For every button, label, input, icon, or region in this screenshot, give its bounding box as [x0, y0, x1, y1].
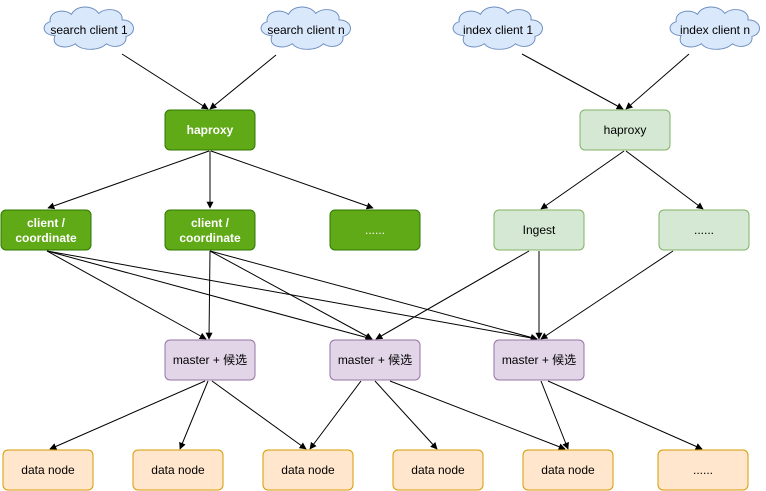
node-label: haproxy [604, 123, 647, 137]
search-haproxy-node: haproxy [164, 109, 256, 151]
cloud-label: index client n [680, 23, 750, 37]
search-client-n-cloud: search client n [260, 6, 351, 50]
edge-coord1-m1 [46, 250, 207, 340]
index-client-1-cloud: index client 1 [452, 6, 543, 50]
edge-coord2-m2 [209, 250, 373, 340]
master-node-1: master + 候选 [164, 339, 256, 381]
edge-ingestmore-m3 [540, 250, 674, 340]
node-label-line2: coordinate [179, 231, 241, 245]
edge-m2-d3 [309, 380, 362, 450]
node-label: ...... [693, 463, 713, 477]
edge-ingest-m2 [375, 250, 530, 340]
ingest-node: Ingest [493, 209, 585, 251]
edge-haproxy-coord1 [47, 150, 210, 210]
node-label: data node [411, 463, 465, 477]
ingest-node-more: ...... [658, 209, 750, 251]
edge-m1-d3 [211, 380, 307, 450]
edge-haproxy-ingestmore [625, 150, 704, 210]
node-label: data node [281, 463, 335, 477]
data-node-more: ...... [657, 449, 749, 491]
node-label: Ingest [523, 223, 556, 237]
edge-m3-dmore [547, 380, 703, 450]
index-haproxy-node: haproxy [579, 109, 671, 151]
node-label: data node [541, 463, 595, 477]
node-label-line2: coordinate [15, 231, 77, 245]
edge-coord2-m1 [205, 250, 213, 340]
edge-m2-d4 [374, 380, 438, 450]
node-label: ...... [694, 223, 714, 237]
edge-m2-d5 [389, 380, 566, 450]
coordinator-node-1: client / coordinate [0, 209, 92, 251]
edge-search1-haproxy [121, 53, 209, 110]
data-node-1: data node [2, 449, 94, 491]
node-label: master + 候选 [502, 353, 576, 367]
coordinator-node-2: client / coordinate [164, 209, 256, 251]
cloud-label: search client 1 [50, 23, 128, 37]
node-label: ...... [365, 223, 385, 237]
coordinator-node-more: ...... [329, 209, 421, 251]
node-label: haproxy [187, 123, 234, 137]
data-node-5: data node [522, 449, 614, 491]
edge-coord2-m3 [209, 250, 538, 341]
data-node-4: data node [392, 449, 484, 491]
index-client-n-cloud: index client n [669, 6, 760, 50]
edge-haproxy-coordmore [210, 150, 374, 210]
search-client-1-cloud: search client 1 [43, 6, 134, 50]
node-label: data node [21, 463, 75, 477]
edge-searchn-haproxy [209, 54, 277, 110]
edge-indexn-haproxy [625, 53, 690, 110]
edge-m3-d5 [540, 380, 569, 450]
node-label: master + 候选 [338, 353, 412, 367]
edge-m1-d1 [49, 380, 206, 450]
node-label-line1: client / [191, 216, 230, 230]
data-node-2: data node [132, 449, 224, 491]
node-label-line1: client / [27, 216, 66, 230]
edge-index1-haproxy [521, 53, 624, 110]
master-node-3: master + 候选 [493, 339, 585, 381]
data-node-3: data node [262, 449, 354, 491]
node-label: data node [151, 463, 205, 477]
master-node-2: master + 候选 [329, 339, 421, 381]
edges [46, 53, 704, 450]
edge-m1-d2 [179, 380, 209, 450]
node-label: master + 候选 [173, 353, 247, 367]
edge-haproxy-ingest [540, 150, 625, 210]
cloud-label: index client 1 [463, 23, 533, 37]
cloud-label: search client n [267, 23, 344, 37]
